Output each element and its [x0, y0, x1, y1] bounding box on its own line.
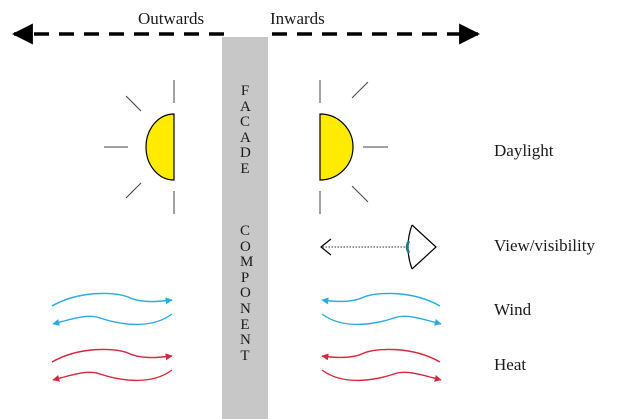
eye-icon [320, 224, 437, 270]
component-word: COMPONENT [240, 223, 254, 364]
wind-arrows-outside [51, 292, 173, 326]
inwards-label: Inwards [270, 9, 325, 28]
wind-arrows-inside [321, 292, 442, 326]
row-label-wind: Wind [494, 300, 532, 319]
facade-word: FACADE [240, 83, 251, 177]
sun-icon-outside [104, 80, 175, 214]
outwards-label: Outwards [138, 9, 205, 28]
row-label-daylight: Daylight [494, 141, 554, 160]
row-label-view: View/visibility [494, 236, 595, 255]
heat-arrows-outside [51, 348, 173, 382]
row-label-heat: Heat [494, 355, 527, 374]
facade-component-bar: FACADE COMPONENT [222, 37, 268, 419]
sun-icon-inside [319, 80, 388, 214]
heat-arrows-inside [321, 348, 442, 382]
